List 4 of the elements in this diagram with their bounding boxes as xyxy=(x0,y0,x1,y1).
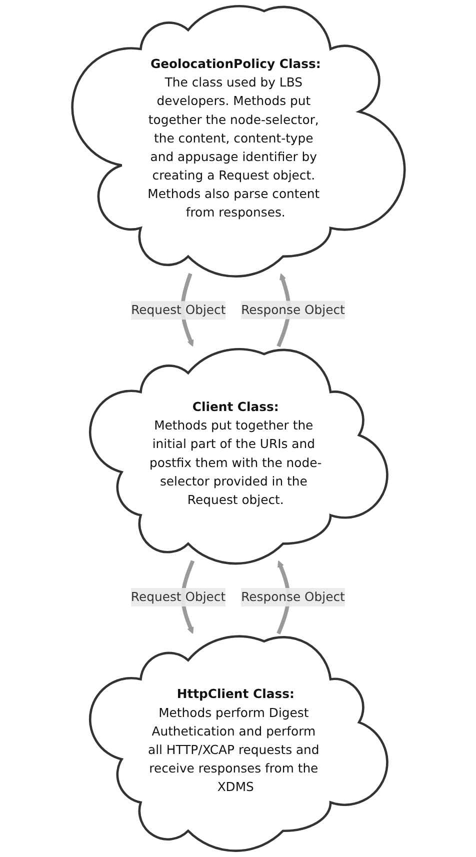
edge-label: Response Object xyxy=(240,302,344,317)
edge-label: Request Object xyxy=(130,589,226,604)
edge-label: Request Object xyxy=(130,302,226,318)
edge-label: Response Object xyxy=(240,589,344,604)
